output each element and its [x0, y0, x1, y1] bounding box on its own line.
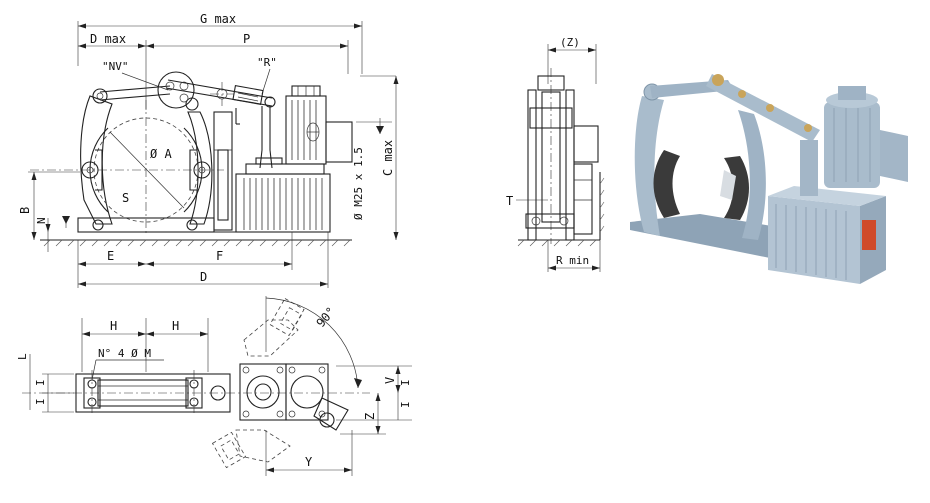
dim-s-label: S: [122, 191, 129, 205]
dim-r-min-label: R min: [556, 254, 589, 267]
dim-f-label: F: [216, 249, 223, 263]
dim-i-left-top-label: I: [34, 379, 47, 386]
level-marker-icon: [62, 216, 70, 224]
dim-v-label: V: [383, 377, 397, 384]
dim-y-label: Y: [305, 455, 313, 469]
dim-g-max-label: G max: [200, 12, 236, 26]
dim-angle-90-label: 90°: [314, 304, 339, 330]
dim-i-right-bottom-label: I: [399, 401, 412, 408]
callout-r-label: "R": [257, 56, 277, 69]
dim-e-label: E: [107, 249, 114, 263]
dim-z-paren-label: (Z): [560, 36, 580, 49]
dim-i-right-top-label: I: [399, 379, 412, 386]
dim-l-label: L: [16, 353, 29, 360]
dim-p-label: P: [243, 32, 250, 46]
dim-t-label: T: [506, 194, 513, 208]
dim-diameter-a-label: Ø A: [150, 147, 172, 161]
holes-note-label: N° 4 Ø M: [98, 347, 151, 360]
dim-z-label: Z: [363, 413, 377, 420]
callout-nv-label: "NV": [102, 60, 129, 73]
dim-m25-label: Ø M25 x 1.5: [352, 147, 365, 220]
front-view: G max D max P "NV" "R": [18, 12, 399, 288]
top-view: H H N° 4 Ø M L I I: [16, 296, 412, 476]
vent-arrow-icon: [376, 126, 384, 134]
dim-d-label: D: [200, 270, 207, 284]
dim-h2-label: H: [172, 319, 179, 333]
dim-d-max-label: D max: [90, 32, 126, 46]
dim-b-label: B: [18, 207, 32, 214]
dim-c-max-label: C max: [381, 140, 395, 176]
dim-i-left-bottom-label: I: [34, 398, 47, 405]
dim-h1-label: H: [110, 319, 117, 333]
product-photo-brake: [630, 74, 908, 284]
dim-n-label: N: [35, 217, 48, 224]
side-view: (Z) T R min: [506, 36, 605, 272]
